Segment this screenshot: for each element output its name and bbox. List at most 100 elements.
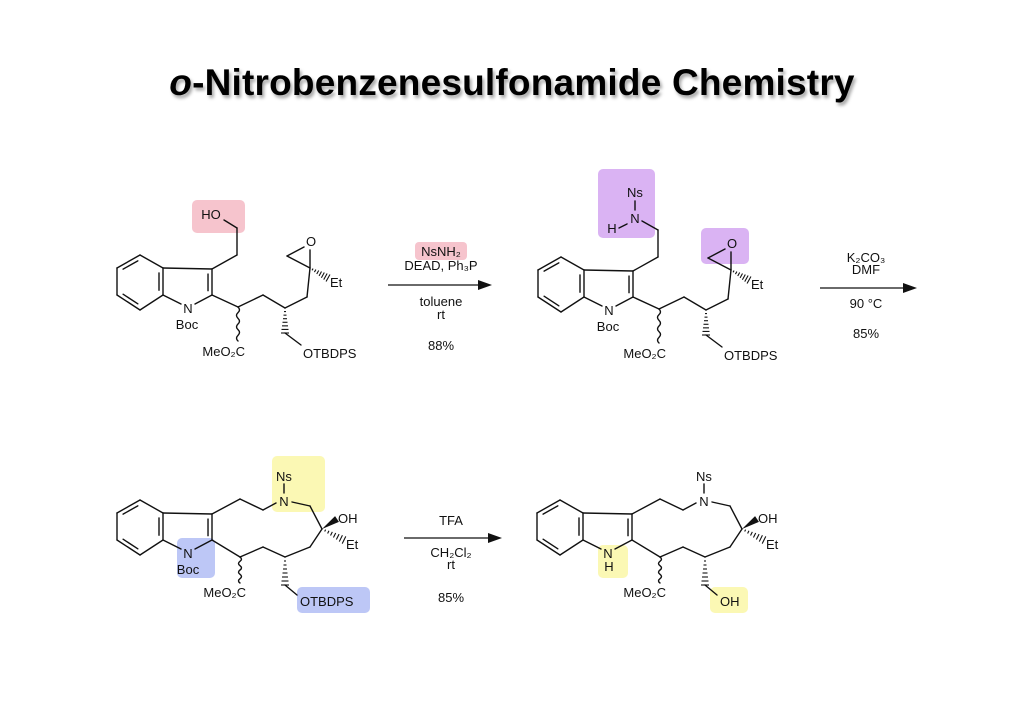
bond — [237, 294, 264, 308]
double-bond-line — [542, 505, 559, 515]
hashed-bond-segment — [746, 276, 752, 284]
ethyl-label: Et — [330, 275, 343, 290]
epoxide-bond — [707, 257, 732, 271]
epoxide-bond — [707, 248, 726, 259]
slide-title: o-Nitrobenzenesulfonamide Chemistry — [0, 62, 1024, 104]
silyl-ether-label: OTBDPS — [724, 348, 778, 363]
double-bond-line — [543, 295, 560, 307]
hashed-bond-segment — [327, 530, 330, 534]
benzene-bond — [139, 294, 164, 311]
highlight-n-boc — [177, 538, 215, 578]
temp-rt-3: rt — [447, 557, 455, 572]
bond — [632, 296, 660, 310]
bond — [659, 546, 684, 558]
reaction-step-1: NsNH₂ DEAD, Ph₃P toluene rt 88% — [388, 242, 492, 353]
epoxide-bond — [286, 255, 311, 269]
yield-3: 85% — [438, 590, 464, 605]
bond — [658, 296, 685, 310]
double-bond-line — [122, 505, 139, 515]
pyrrole-bond — [194, 294, 213, 305]
solvent-ch2cl2: CH₂Cl₂ — [430, 545, 471, 560]
benzene-bond — [559, 499, 584, 514]
ethyl-label: Et — [751, 277, 764, 292]
double-bond-line — [122, 260, 139, 270]
methyl-ester-label: MeO₂C — [203, 585, 246, 600]
benzene-bond — [139, 539, 164, 556]
reagent-nsnh2: NsNH₂ — [421, 244, 461, 259]
benzene-bond — [536, 499, 561, 514]
bond — [618, 223, 628, 229]
highlight-sulfonamide — [598, 169, 655, 238]
benzene-bond — [536, 539, 561, 556]
bond — [704, 546, 731, 558]
wavy-bond — [237, 556, 243, 584]
hashed-bond-segment — [739, 273, 743, 279]
hashed-bond-segment — [755, 533, 760, 540]
hashed-bond-segment — [323, 273, 328, 280]
bond — [727, 269, 732, 300]
bond — [211, 498, 241, 515]
double-bond-line — [543, 262, 560, 272]
benzene-bond — [537, 256, 562, 271]
highlight-primary-oh — [710, 587, 748, 613]
ring-nitrogen-label: N — [279, 494, 288, 509]
bond — [711, 501, 731, 507]
hashed-bond-segment — [341, 536, 347, 544]
wavy-bond — [235, 306, 241, 342]
reagent-tfa: TFA — [439, 513, 463, 528]
wedge-bond — [322, 516, 339, 529]
title-text: -Nitrobenzenesulfonamide Chemistry — [192, 62, 855, 103]
hashed-bond-segment — [316, 270, 320, 275]
pyrrole-bond — [583, 296, 603, 307]
benzene-bond — [139, 499, 164, 514]
pyrrole-bond — [162, 267, 213, 270]
hashed-bond-segment — [311, 268, 314, 271]
double-bond-line — [542, 538, 559, 550]
benzene-bond — [559, 539, 584, 556]
indole-h-label: H — [604, 559, 613, 574]
bond — [659, 498, 684, 511]
hashed-bond-segment — [330, 531, 333, 536]
sulfonamide-nitrogen-label: N — [630, 211, 639, 226]
hashed-bond-segment — [313, 269, 317, 273]
hashed-bond-segment — [758, 535, 763, 542]
bond — [239, 546, 264, 558]
hashed-bond-segment — [761, 536, 767, 544]
methyl-ester-label: MeO₂C — [623, 346, 666, 361]
tertiary-hydroxyl-label: OH — [338, 511, 358, 526]
bond — [239, 498, 264, 511]
hashed-bond-segment — [318, 271, 322, 277]
double-bond-line — [122, 538, 139, 550]
reagent-dead: DEAD, Ph₃P — [404, 258, 477, 273]
indole-nitrogen-label: N — [603, 546, 612, 561]
hydroxyl-label: HO — [201, 207, 221, 222]
benzene-bond — [116, 499, 141, 514]
bond — [162, 539, 182, 550]
bond — [262, 546, 286, 558]
solvent-toluene: toluene — [420, 294, 463, 309]
yield-1: 88% — [428, 338, 454, 353]
reagent-k2co3: K₂CO₃ — [847, 250, 886, 265]
hashed-bond-segment — [752, 532, 757, 538]
wavy-bond — [656, 308, 662, 344]
bond — [262, 502, 277, 511]
indole-nitrogen-label: N — [183, 301, 192, 316]
arrowhead-1 — [478, 280, 492, 290]
hashed-bond-segment — [734, 271, 738, 275]
double-bond-line — [122, 293, 139, 305]
hashed-bond-segment — [325, 274, 331, 282]
hashed-bond-segment — [332, 532, 337, 538]
sulfonamide-h-label: H — [607, 221, 616, 236]
bond — [211, 539, 241, 558]
bond — [309, 505, 323, 530]
bond — [162, 512, 213, 515]
hashed-bond-segment — [750, 531, 753, 536]
highlight-ns-amide — [272, 456, 325, 512]
bond — [306, 267, 311, 298]
ns-label: Ns — [696, 469, 712, 484]
